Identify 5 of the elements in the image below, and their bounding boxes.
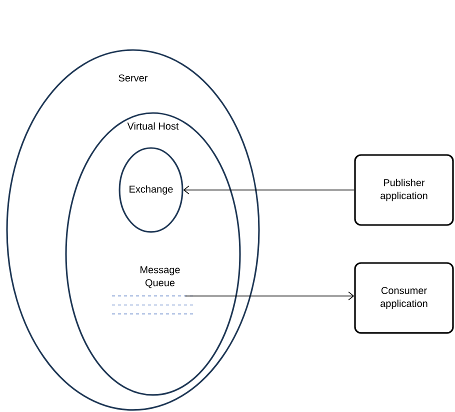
message-queue: Message Queue [112,266,196,314]
application-box: Publisher application [354,154,454,226]
arrow [183,186,355,194]
arrow [184,292,354,300]
application-box: Consumer application [354,262,454,334]
